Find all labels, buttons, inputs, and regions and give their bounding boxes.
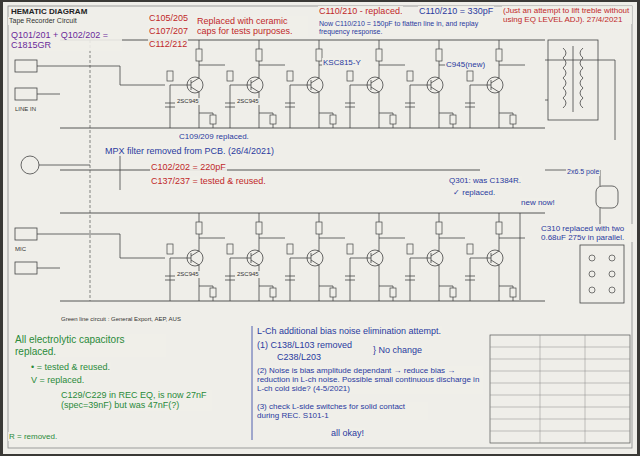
annotation-note: C945(new) [445,60,486,69]
annotation-note: KSC815-Y [322,58,362,67]
annotation-note: 2SC945 [176,271,200,278]
annotation-note: C110/210 - replaced. [318,6,403,16]
annotation-note: 2x6.5 pole [566,168,600,176]
annotation-note: Replaced with ceramic caps for tests pur… [196,16,308,37]
annotation-note: C107/207 [148,26,189,36]
annotation-note: Q101/201 + Q102/202 = C1815GR [10,30,122,51]
annotation-note: C102/202 = 220pF [150,162,227,172]
annotation-note: all okay! [330,428,365,438]
diagram-title: HEMATIC DIAGRAM [10,7,88,16]
annotation-note: Tape Recorder Circuit [8,17,78,25]
annotation-note: (1) C138/L103 removed [256,340,353,350]
annotation-note: C137/237 = tested & reused. [150,176,267,186]
annotation-note: C112/212 [148,39,188,49]
annotation-note: MIC [14,246,27,253]
annotation-note: ✓ replaced. [452,188,496,197]
annotation-note: new now! [520,198,556,207]
annotation-note: MPX filter removed from PCB. (26/4/2021) [104,146,275,156]
annotation-note: 2SC945 [236,271,260,278]
annotation-note: 2SC945 [236,98,260,105]
annotation-note: (3) check L-side switches for solid cont… [256,402,428,420]
annotation-note: • = tested & reused. [30,362,111,372]
annotation-note: LINE IN [14,106,37,113]
annotation-note: C310 replaced with two 0.68uF 275v in pa… [540,224,634,242]
annotation-note: } No change [372,345,423,355]
annotation-note: Q301: was C1384R. [448,176,522,185]
annotation-note: C110/210 = 330pF [418,6,494,16]
annotation-note: C105/205 [148,13,189,23]
annotation-note: 2SC945 [176,98,200,105]
annotation-note: (2) Noise is bias amplitude dependant → … [256,366,483,394]
annotation-note: L-Ch additional bias noise elimination a… [256,326,442,336]
annotation-note: C129/C229 in REC EQ, is now 27nF (spec=3… [60,390,212,411]
annotation-note: C109/209 replaced. [178,132,250,141]
annotation-note: Now C110/210 = 150pF to flatten line in,… [318,20,490,36]
annotation-note: (Just an attempt to lift treble without … [502,6,632,24]
annotation-note: Green line circuit : General Export, AEP… [60,316,182,323]
annotation-note: V = replaced. [30,375,85,385]
annotation-note: C238/L203 [276,352,322,362]
annotation-note: All electrolytic capacitors replaced. [14,334,166,357]
annotation-note: R = removed. [8,432,58,441]
